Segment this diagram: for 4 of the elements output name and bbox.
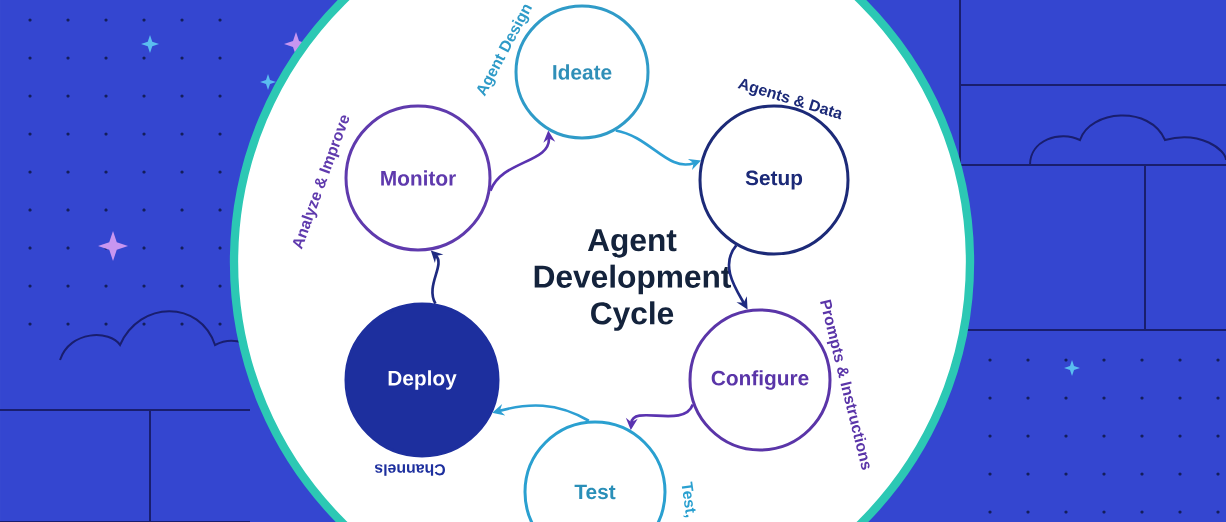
stage-label: Test, [681,481,696,518]
stage-label: Agents & Data [737,78,842,120]
stage-label: Channels [375,464,445,476]
title: Agent Development Cycle [534,229,731,331]
